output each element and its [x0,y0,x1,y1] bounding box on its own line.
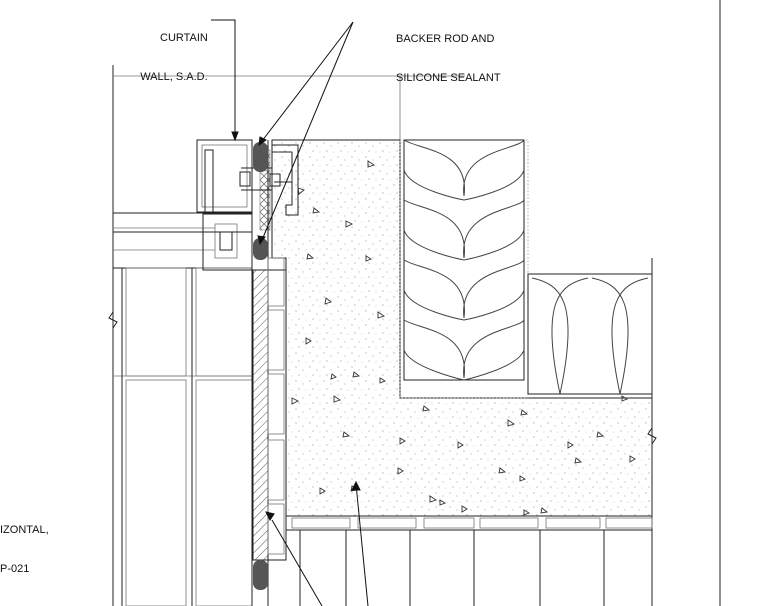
label-backer-rod-line2: SILICONE SEALANT [396,72,501,84]
insulation-batts [399,139,653,606]
label-left-note-line1: IZONTAL, [0,524,49,536]
slab-edge-blocks [267,257,653,606]
leader-lines [211,19,369,606]
concrete-slab [271,139,653,517]
backer-rod-seals [253,142,268,590]
label-curtain-wall: CURTAIN WALL, S.A.D. [140,6,208,97]
label-curtain-wall-line1: CURTAIN [160,32,208,44]
label-curtain-wall-line2: WALL, S.A.D. [140,71,208,83]
label-backer-rod-line1: BACKER ROD AND [396,33,495,45]
label-backer-rod: BACKER ROD AND SILICONE SEALANT [396,7,501,98]
label-left-note: IZONTAL, P-021 [0,498,49,589]
interior-wall-panels [113,212,253,606]
hatched-panel-strip [251,140,271,606]
label-left-note-line2: P-021 [0,563,30,575]
